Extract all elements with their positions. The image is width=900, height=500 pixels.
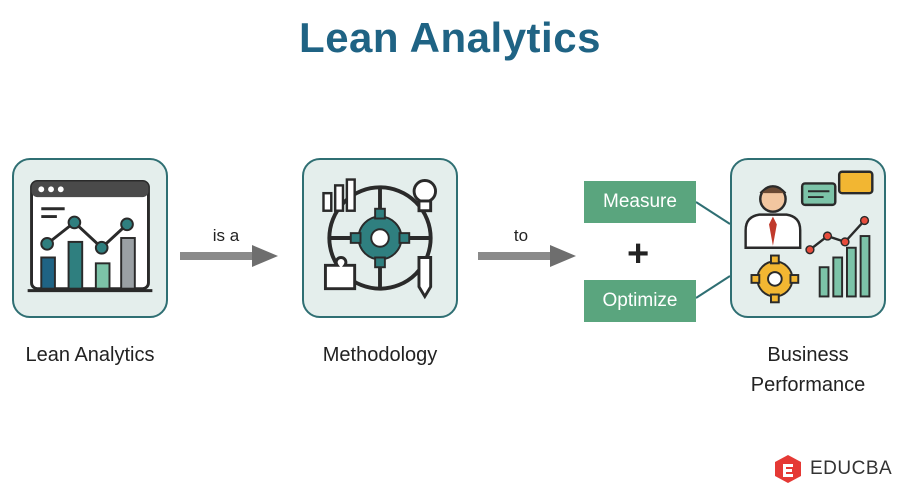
connector-label-is-a: is a [212,226,240,245]
plus-sign: + [627,233,650,275]
business-performance-line1: Business [767,344,849,366]
methodology-gear-icon [322,178,437,300]
business-performance-card [730,158,886,318]
analytics-dashboard-icon [27,180,153,293]
right-arrow-icon [478,245,576,267]
lean-analytics-caption: Lean Analytics [25,344,155,366]
optimize-box: Optimize [584,280,696,322]
business-performance-line2: Performance [750,374,866,396]
business-performance-caption: Business Performance [718,340,898,400]
connector-label-to: to [513,226,529,245]
educba-logo-text: EDUCBA [810,458,893,479]
right-arrow-icon [180,245,278,267]
educba-logo-icon [775,455,801,483]
connector-lines [696,201,731,299]
methodology-card [302,158,458,318]
business-performance-icon [744,170,874,304]
lean-analytics-card [12,158,168,318]
measure-box: Measure [584,181,696,223]
educba-logo[interactable]: EDUCBA [772,453,892,485]
page-title: Lean Analytics [299,14,601,61]
methodology-caption: Methodology [322,344,438,366]
